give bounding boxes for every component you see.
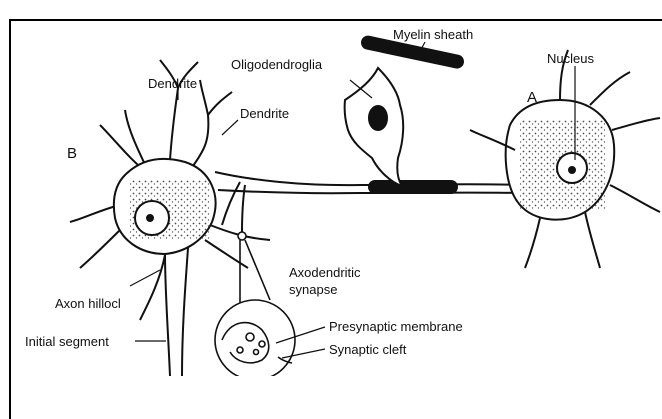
label-axon-hillock: Axon hillocl [55, 296, 121, 311]
label-cell-a: A [527, 90, 537, 105]
label-myelin-sheath: Myelin sheath [393, 27, 473, 42]
axon [215, 172, 520, 232]
label-axodendritic: Axodendritic [289, 265, 361, 280]
label-synaptic-cleft: Synaptic cleft [329, 342, 406, 357]
label-synapse: synapse [289, 282, 337, 297]
oligodendroglia-cell [345, 68, 404, 186]
label-presynaptic-membrane: Presynaptic membrane [329, 319, 463, 334]
label-nucleus: Nucleus [547, 51, 594, 66]
neuron-a [470, 50, 660, 268]
label-initial-segment: Initial segment [25, 334, 109, 349]
label-dendrite-right: Dendrite [240, 106, 289, 121]
label-dendrite-top: Dendrite [148, 76, 197, 91]
label-oligodendroglia: Oligodendroglia [231, 57, 322, 72]
label-cell-b: B [67, 146, 77, 161]
